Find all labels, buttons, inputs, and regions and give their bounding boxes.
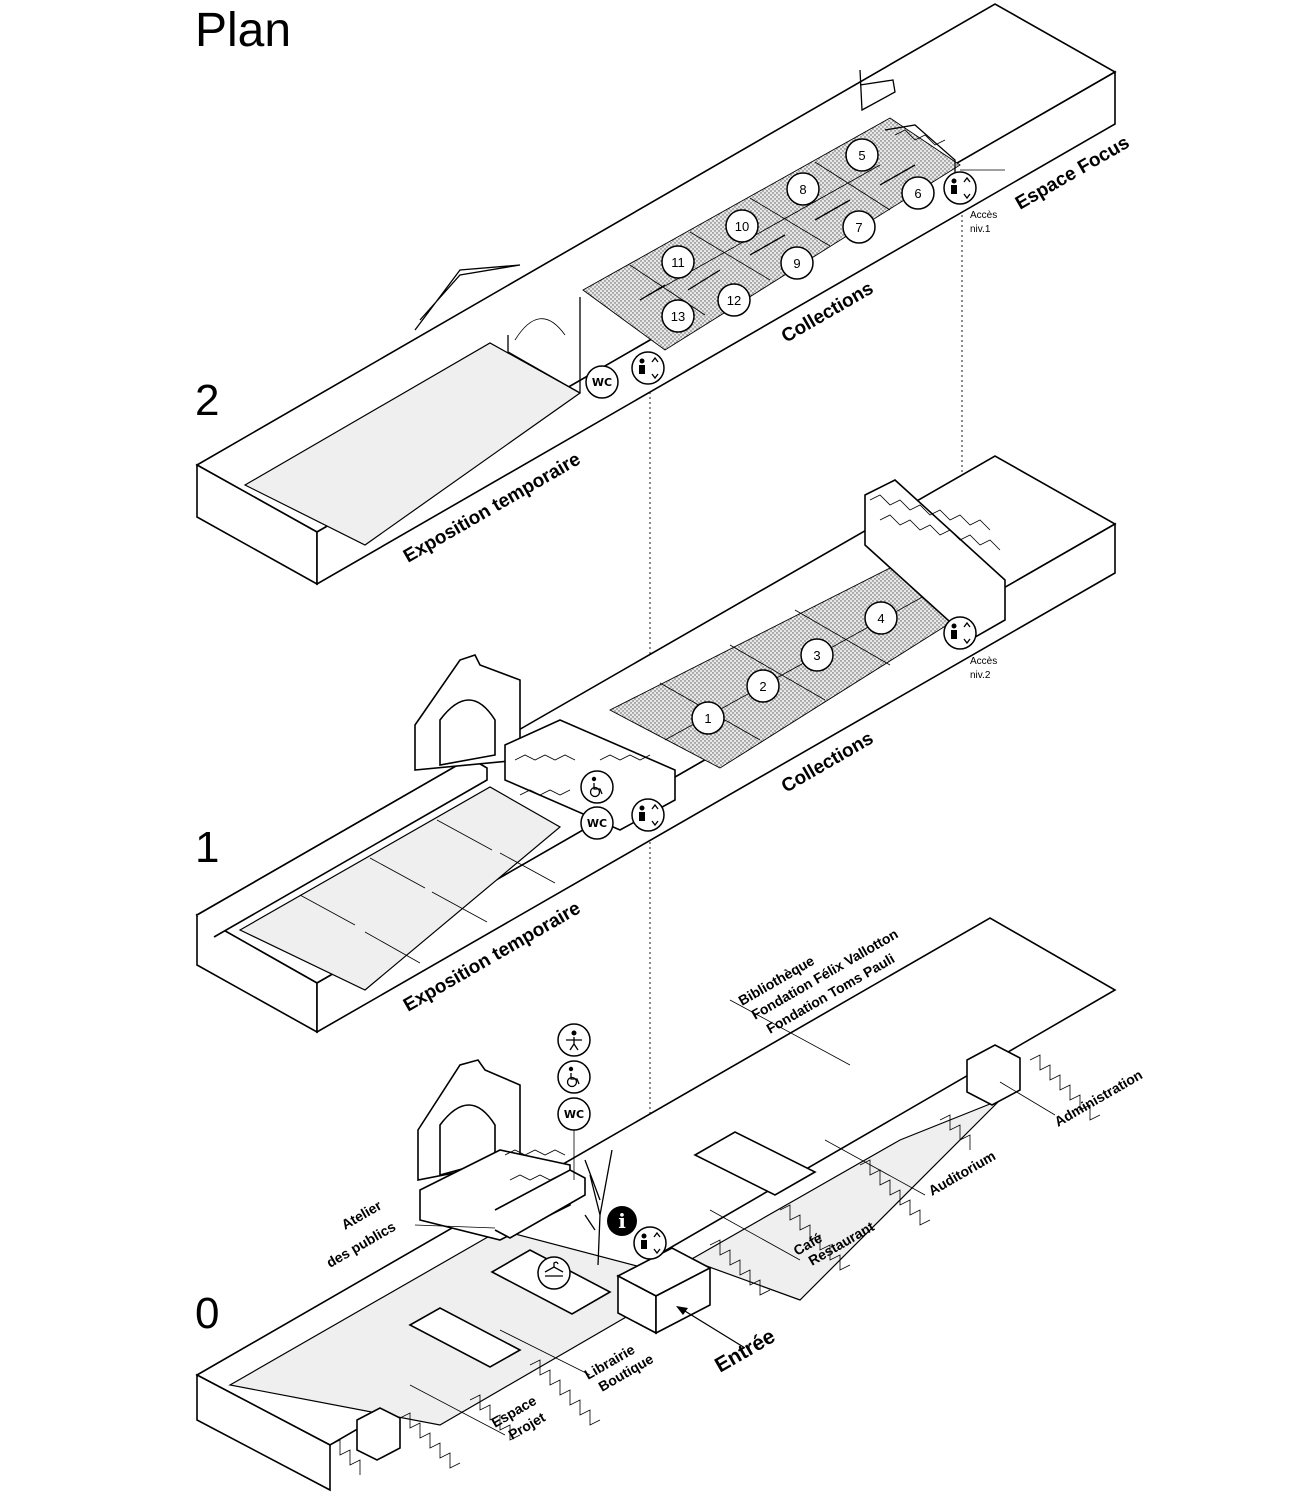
- elevator-icon: [631, 798, 665, 832]
- level-1-number: 1: [195, 823, 219, 872]
- wc-icon: WC: [557, 1097, 591, 1131]
- wc-icon: WC: [580, 806, 614, 840]
- svg-text:WC: WC: [564, 1108, 584, 1121]
- svg-text:6: 6: [914, 186, 921, 201]
- level-0: [195, 917, 1117, 1492]
- svg-text:3: 3: [813, 648, 820, 663]
- level-2-rooms: 5 6 7 8 9 10 11 12 13: [661, 138, 935, 333]
- label-access-line1: Accès: [970, 656, 997, 667]
- svg-text:8: 8: [799, 182, 806, 197]
- svg-text:12: 12: [727, 293, 741, 308]
- label-access-line1: Accès: [970, 210, 997, 221]
- level-2-number: 2: [195, 376, 219, 425]
- svg-text:2: 2: [759, 679, 766, 694]
- wc-icon: WC: [585, 365, 619, 399]
- level-1-rooms: 1 2 3 4: [691, 601, 898, 735]
- elevator-icon: [631, 351, 665, 385]
- label-administration: Administration: [1052, 1066, 1146, 1129]
- elevator-icon: [943, 616, 977, 650]
- svg-text:10: 10: [735, 219, 749, 234]
- svg-text:4: 4: [877, 611, 884, 626]
- room-marker: [845, 138, 879, 172]
- svg-text:13: 13: [671, 309, 685, 324]
- wheelchair-icon: [557, 1060, 591, 1094]
- svg-text:7: 7: [855, 220, 862, 235]
- info-icon: i: [607, 1206, 637, 1236]
- plan-title: Plan: [195, 4, 291, 57]
- svg-text:1: 1: [704, 711, 711, 726]
- label-access-line2: niv.2: [970, 670, 991, 681]
- svg-text:i: i: [618, 1209, 626, 1233]
- svg-text:11: 11: [671, 255, 685, 270]
- elevator-icon: [943, 171, 977, 205]
- label-access-line2: niv.1: [970, 224, 991, 235]
- svg-text:9: 9: [793, 256, 800, 271]
- svg-text:5: 5: [858, 148, 865, 163]
- elevator-icon: [633, 1226, 667, 1260]
- wheelchair-icon: [580, 770, 614, 804]
- svg-text:WC: WC: [587, 817, 607, 830]
- svg-text:WC: WC: [592, 376, 612, 389]
- cloakroom-icon: [537, 1256, 571, 1290]
- level-0-number: 0: [195, 1289, 219, 1338]
- baby-change-icon: [557, 1023, 591, 1057]
- label-des-publics: des publics: [324, 1218, 399, 1270]
